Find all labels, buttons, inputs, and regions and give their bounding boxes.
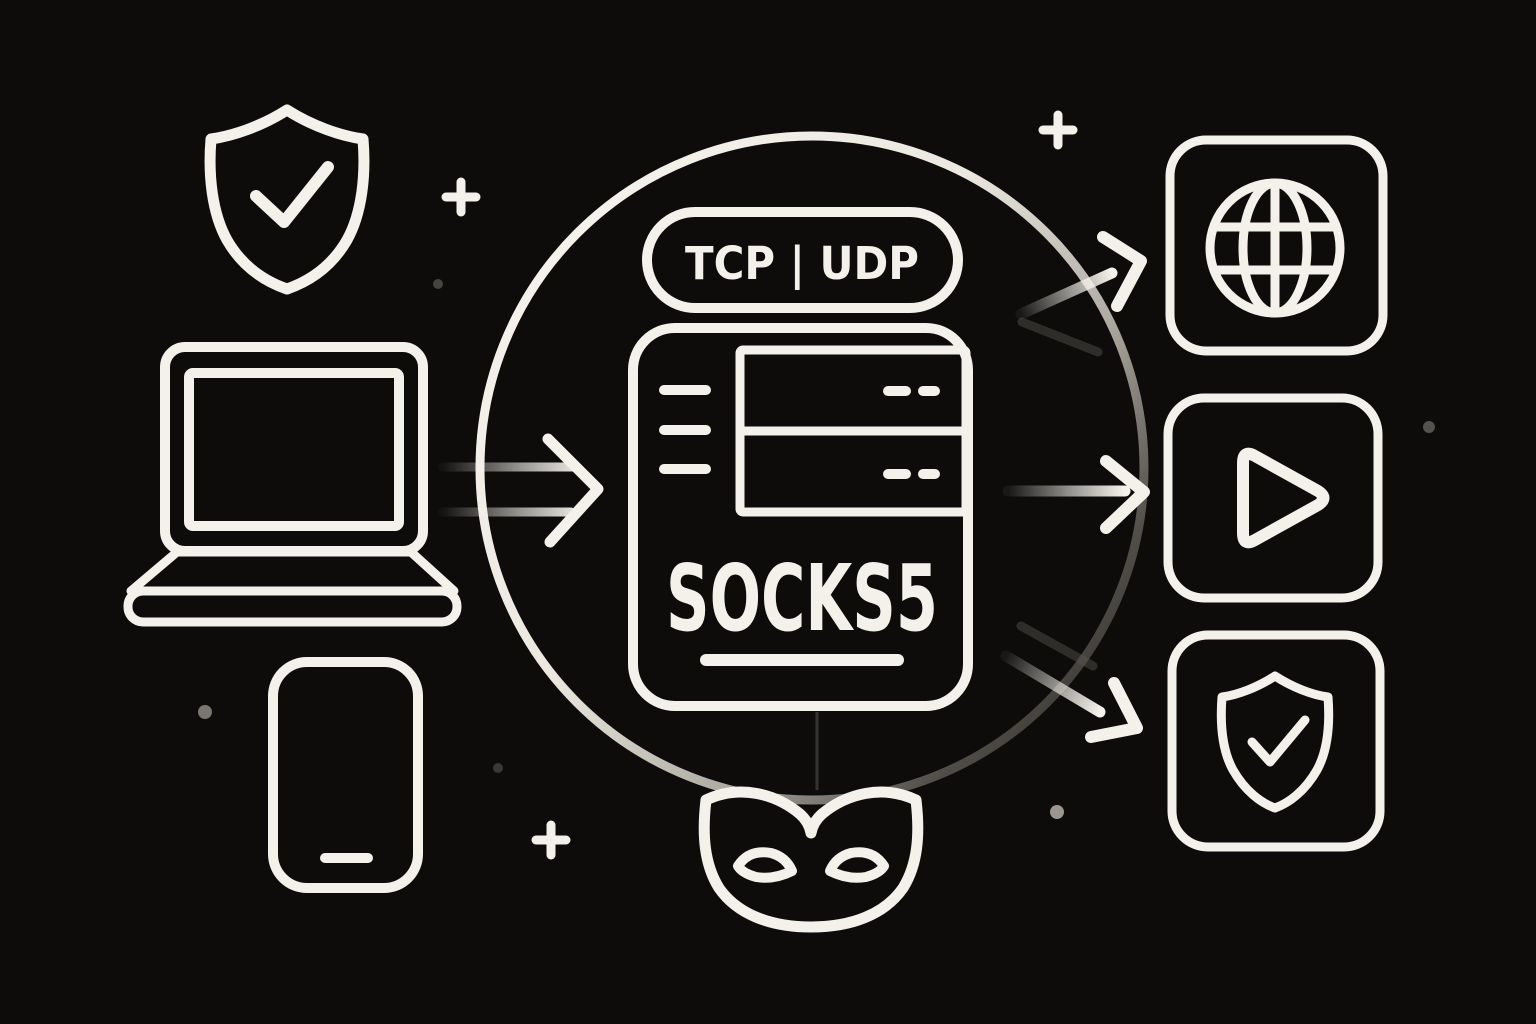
plus-icon [441, 177, 481, 217]
anonymity-mask-icon [698, 786, 924, 933]
mask-left-eye [733, 847, 797, 883]
mask-outline [698, 786, 924, 933]
client-to-proxy-arrow [438, 433, 604, 548]
proxy-to-security-arrow [1000, 621, 1143, 743]
play-icon [1237, 447, 1330, 549]
laptop-foot [123, 586, 462, 627]
decorations [198, 110, 1435, 860]
laptop-screen [184, 368, 404, 531]
proxy-to-streaming-arrow [1002, 455, 1150, 534]
arrow-tail [1015, 267, 1118, 320]
laptop-icon [123, 342, 462, 627]
arrow-head [542, 433, 604, 548]
check-mark [1247, 715, 1310, 767]
web-destination-tile [1165, 135, 1388, 356]
speed-line [1016, 621, 1098, 671]
arrow-head [1100, 455, 1150, 534]
protocol-badge-label: TCP | UDP [685, 237, 919, 290]
mask-right-eye [825, 847, 889, 883]
protocol-badge: TCP | UDP [642, 207, 963, 313]
smartphone-icon [268, 657, 423, 893]
decor-dot [1050, 805, 1064, 819]
shield-outline [1216, 671, 1334, 813]
badge-pill [642, 207, 963, 313]
server-side-vents [659, 385, 711, 474]
phone-body [268, 657, 423, 893]
security-destination-tile [1167, 630, 1385, 852]
check-mark [250, 161, 334, 228]
shield-check-icon [1216, 671, 1334, 813]
shield-outline [204, 104, 370, 295]
shield-check-icon [204, 104, 370, 295]
streaming-destination-tile [1163, 393, 1383, 603]
decor-dot [1423, 421, 1435, 433]
server-label: SOCKS5 [666, 545, 938, 652]
globe-icon [1205, 178, 1345, 318]
proxy-server-icon: SOCKS5 [628, 323, 973, 711]
decor-dot [493, 763, 503, 773]
decor-dot [198, 705, 212, 719]
server-box [628, 323, 973, 711]
plus-icon [1038, 110, 1078, 150]
decor-dot [433, 279, 443, 289]
rack-leds [883, 386, 940, 479]
speed-line [1017, 317, 1103, 357]
tile-frame [1167, 630, 1385, 852]
arrow-tail [1000, 650, 1106, 718]
proxy-to-web-arrow [1015, 231, 1147, 357]
arrow-head [1097, 231, 1147, 312]
arrow-head [1085, 677, 1143, 743]
tile-frame [1163, 393, 1383, 603]
laptop-base [126, 547, 459, 596]
plus-icon [531, 820, 571, 860]
